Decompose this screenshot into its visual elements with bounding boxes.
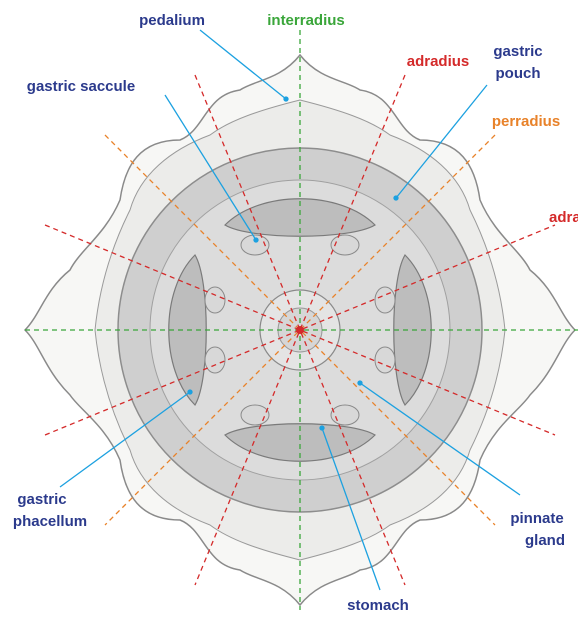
adradius-line-2 <box>194 74 406 586</box>
pointer-dot-pinnate-gland <box>357 380 363 386</box>
adradius-line-4 <box>44 224 556 436</box>
pinnate-gland-label-line1: pinnate <box>510 510 563 527</box>
perradius-line-1 <box>104 134 496 526</box>
pointer-pedalium <box>199 29 287 100</box>
pointer-dot-pedalium <box>283 96 289 102</box>
pointer-gastric-phacellum <box>59 391 191 488</box>
gastric-pouch-label-line2: pouch <box>496 65 541 82</box>
gastric-phacellum-label-line1: gastric <box>17 491 66 508</box>
pedalium-label: pedalium <box>139 12 205 29</box>
perradius-axes <box>104 134 496 526</box>
pointer-gastric-saccule <box>164 94 257 241</box>
adradius-axes <box>44 74 556 586</box>
pointer-gastric-pouch <box>395 84 488 199</box>
pinnate-gland-label-line2: gland <box>525 532 565 549</box>
pointer-dot-gastric-pouch <box>393 195 399 201</box>
gastric-pouches <box>168 198 432 462</box>
pointer-lines <box>59 29 521 591</box>
perradius-line-2 <box>104 134 496 526</box>
adradius-label: adradius <box>407 53 470 70</box>
pointer-dot-stomach <box>319 425 325 431</box>
adradius-line-1 <box>194 74 406 586</box>
pointer-dot-gastric-phacellum <box>187 389 193 395</box>
center-marker <box>296 326 304 334</box>
pointer-dot-gastric-saccule <box>253 237 259 243</box>
pointer-stomach <box>321 427 381 591</box>
gastric-pouch-label-line1: gastric <box>493 43 542 60</box>
pointer-pinnate-gland <box>359 382 521 496</box>
interradius-label: interradius <box>267 12 345 29</box>
gastric-phacellum-label-line2: phacellum <box>13 513 87 530</box>
stomach-label: stomach <box>347 597 409 614</box>
gastric-saccule-label: gastric saccule <box>27 78 135 95</box>
perradius-label: perradius <box>492 113 560 130</box>
adradius-right-label: adra <box>549 209 578 226</box>
interradius-axes <box>25 30 578 610</box>
adradius-line-3 <box>44 224 556 436</box>
